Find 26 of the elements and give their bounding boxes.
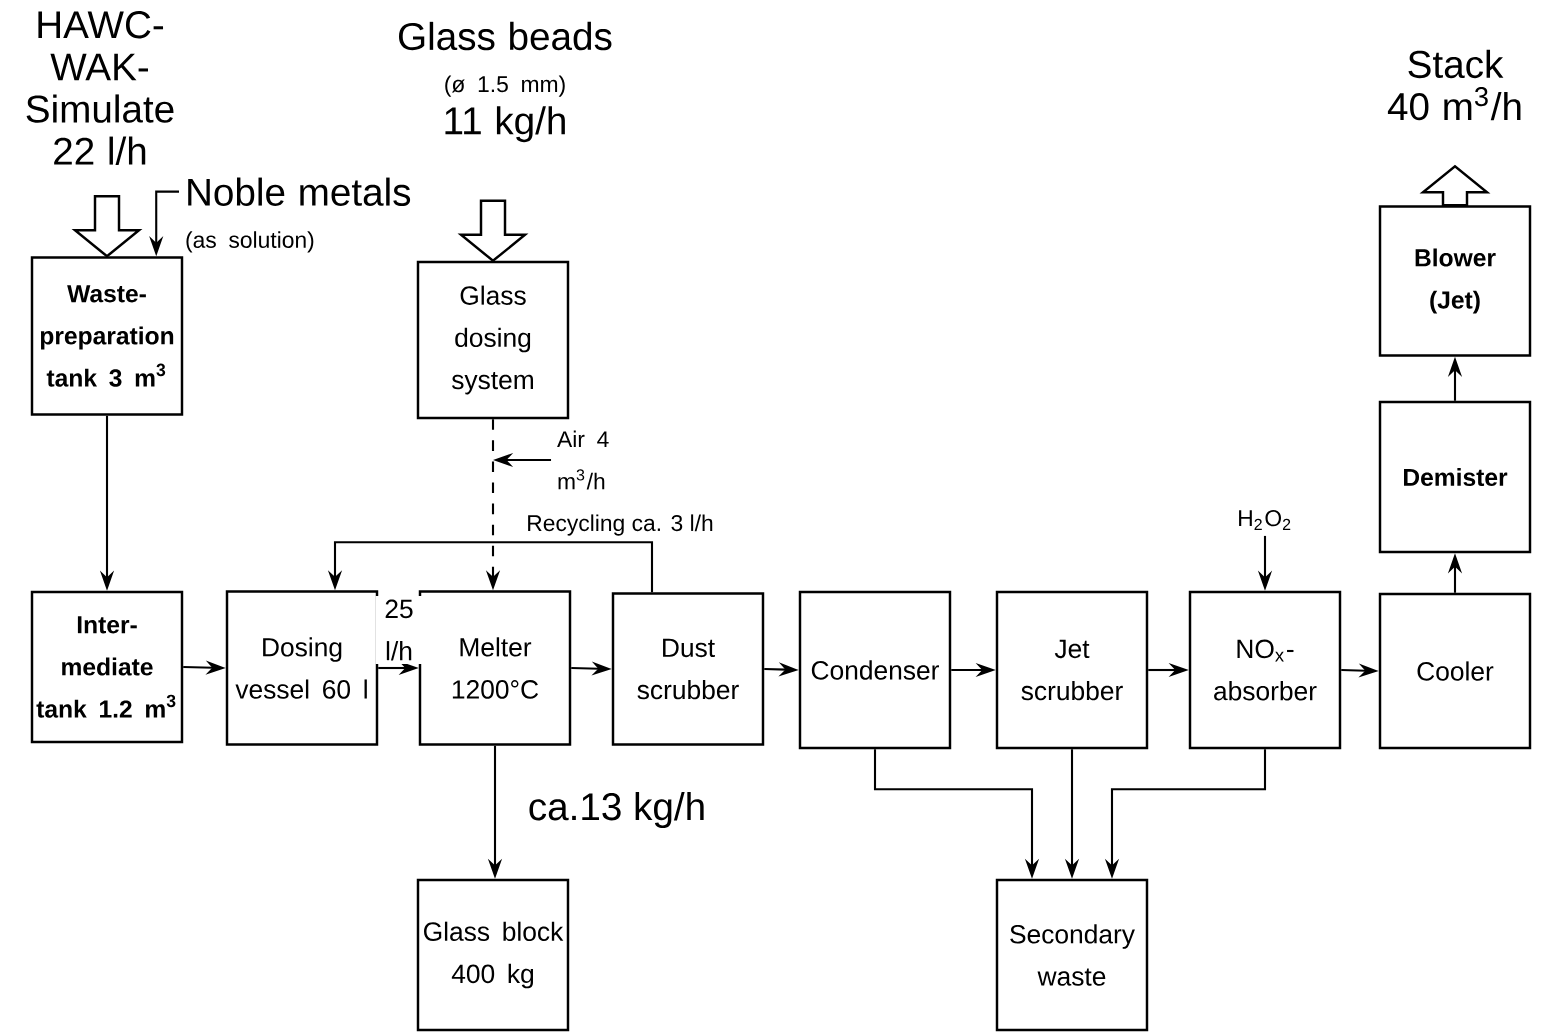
process-box: Jet scrubber [995, 590, 1149, 750]
process-box: Inter- mediate tank 1.2 m$^{3}$ [30, 590, 184, 744]
stream-label: Glass beads (ø 1.5 mm) 11 kg/h [399, 21, 612, 143]
edge-label: ca.13 kg/h [524, 788, 710, 832]
process-box: Condenser [798, 590, 952, 750]
process-box: Glass dosing system [416, 260, 570, 420]
process-box: Demister [1378, 400, 1532, 554]
stream-label: HAWC-WAK- Simulate 22 l/h [26, 11, 174, 165]
process-box: Waste- preparation tank 3 m$^{3}$ [30, 256, 184, 416]
process-box: Secondary waste [995, 878, 1149, 1032]
process-box: Melter 1200°C [418, 590, 572, 746]
stream-label: Noble metals (as solution) [186, 177, 411, 253]
stream-label: Air 4 m$^{3}$/h [557, 430, 609, 490]
process-box: Cooler [1378, 592, 1532, 750]
block-arrow [457, 199, 529, 263]
process-box: NO$_{x}$- absorber [1188, 590, 1342, 750]
block-arrow [71, 195, 143, 258]
stream-label: H$_{2}$O$_{2}$ [1239, 510, 1291, 530]
edge-label: 25 l/h [375, 596, 423, 664]
process-box: Dosing vessel 60 l [225, 590, 379, 746]
process-box: Dust scrubber [611, 592, 765, 746]
process-box: Blower (Jet) [1378, 205, 1532, 357]
process-box: Glass block 400 kg [416, 878, 570, 1032]
block-arrow [1419, 164, 1491, 207]
stream-label: Stack 40 m$^{3}$/h [1387, 49, 1521, 121]
edge-label: Recycling ca. 3 l/h [522, 510, 718, 540]
